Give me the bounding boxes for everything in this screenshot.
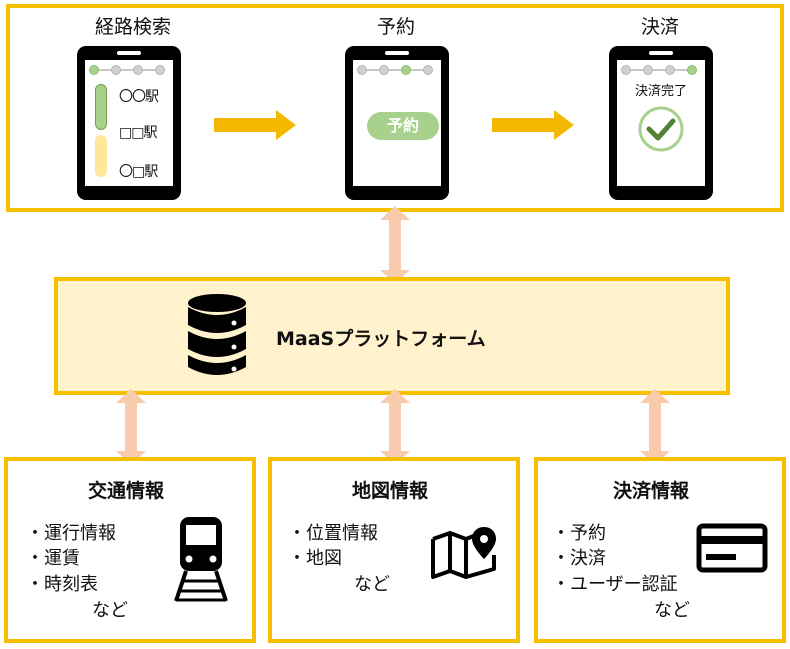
checkmark-icon xyxy=(638,106,684,152)
credit-card-icon xyxy=(696,523,768,573)
payment-item-1: ・予約 xyxy=(552,523,606,544)
link-app-platform xyxy=(380,206,410,284)
payment-info-box xyxy=(534,457,786,643)
station-1: 〇〇駅 xyxy=(119,89,159,105)
route-bar-green xyxy=(95,84,107,130)
database-icon xyxy=(188,294,246,375)
traffic-item-2: ・運賃 xyxy=(26,548,80,569)
maas-platform xyxy=(54,277,730,395)
payment-item-3: ・ユーザー認証 xyxy=(552,574,678,595)
phone-payment: 決済完了 xyxy=(609,46,713,200)
station-2: □□駅 xyxy=(119,125,157,141)
map-pin-icon xyxy=(431,527,496,579)
station-3: 〇□駅 xyxy=(119,164,158,180)
step-label-reservation: 予約 xyxy=(376,16,415,38)
phone-reservation: 予約 xyxy=(345,46,449,200)
payment-complete-text: 決済完了 xyxy=(634,84,687,99)
platform-label: MaaSプラットフォーム xyxy=(276,328,486,350)
map-item-1: ・位置情報 xyxy=(288,523,378,544)
map-info-title: 地図情報 xyxy=(352,480,429,502)
phone-route-search: 〇〇駅 □□駅 〇□駅 xyxy=(77,46,181,200)
traffic-item-3: ・時刻表 xyxy=(26,574,98,595)
payment-item-2: ・決済 xyxy=(552,548,606,569)
step-label-route-search: 経路検索 xyxy=(94,16,171,38)
link-platform-map xyxy=(380,389,410,465)
traffic-item-etc: など xyxy=(92,600,128,621)
reserve-button[interactable]: 予約 xyxy=(367,112,439,140)
step-label-payment: 決済 xyxy=(640,16,679,38)
flow-arrow-1 xyxy=(214,110,296,140)
payment-item-etc: など xyxy=(654,600,690,621)
traffic-item-1: ・運行情報 xyxy=(26,523,116,544)
map-item-etc: など xyxy=(354,574,390,595)
traffic-info-title: 交通情報 xyxy=(88,480,165,502)
payment-info-title: 決済情報 xyxy=(613,480,690,502)
flow-arrow-2 xyxy=(492,110,574,140)
map-item-2: ・地図 xyxy=(288,548,342,569)
route-bar-yellow xyxy=(95,135,107,177)
link-platform-traffic xyxy=(116,389,146,465)
train-icon xyxy=(174,517,228,602)
link-platform-payment xyxy=(640,389,670,465)
